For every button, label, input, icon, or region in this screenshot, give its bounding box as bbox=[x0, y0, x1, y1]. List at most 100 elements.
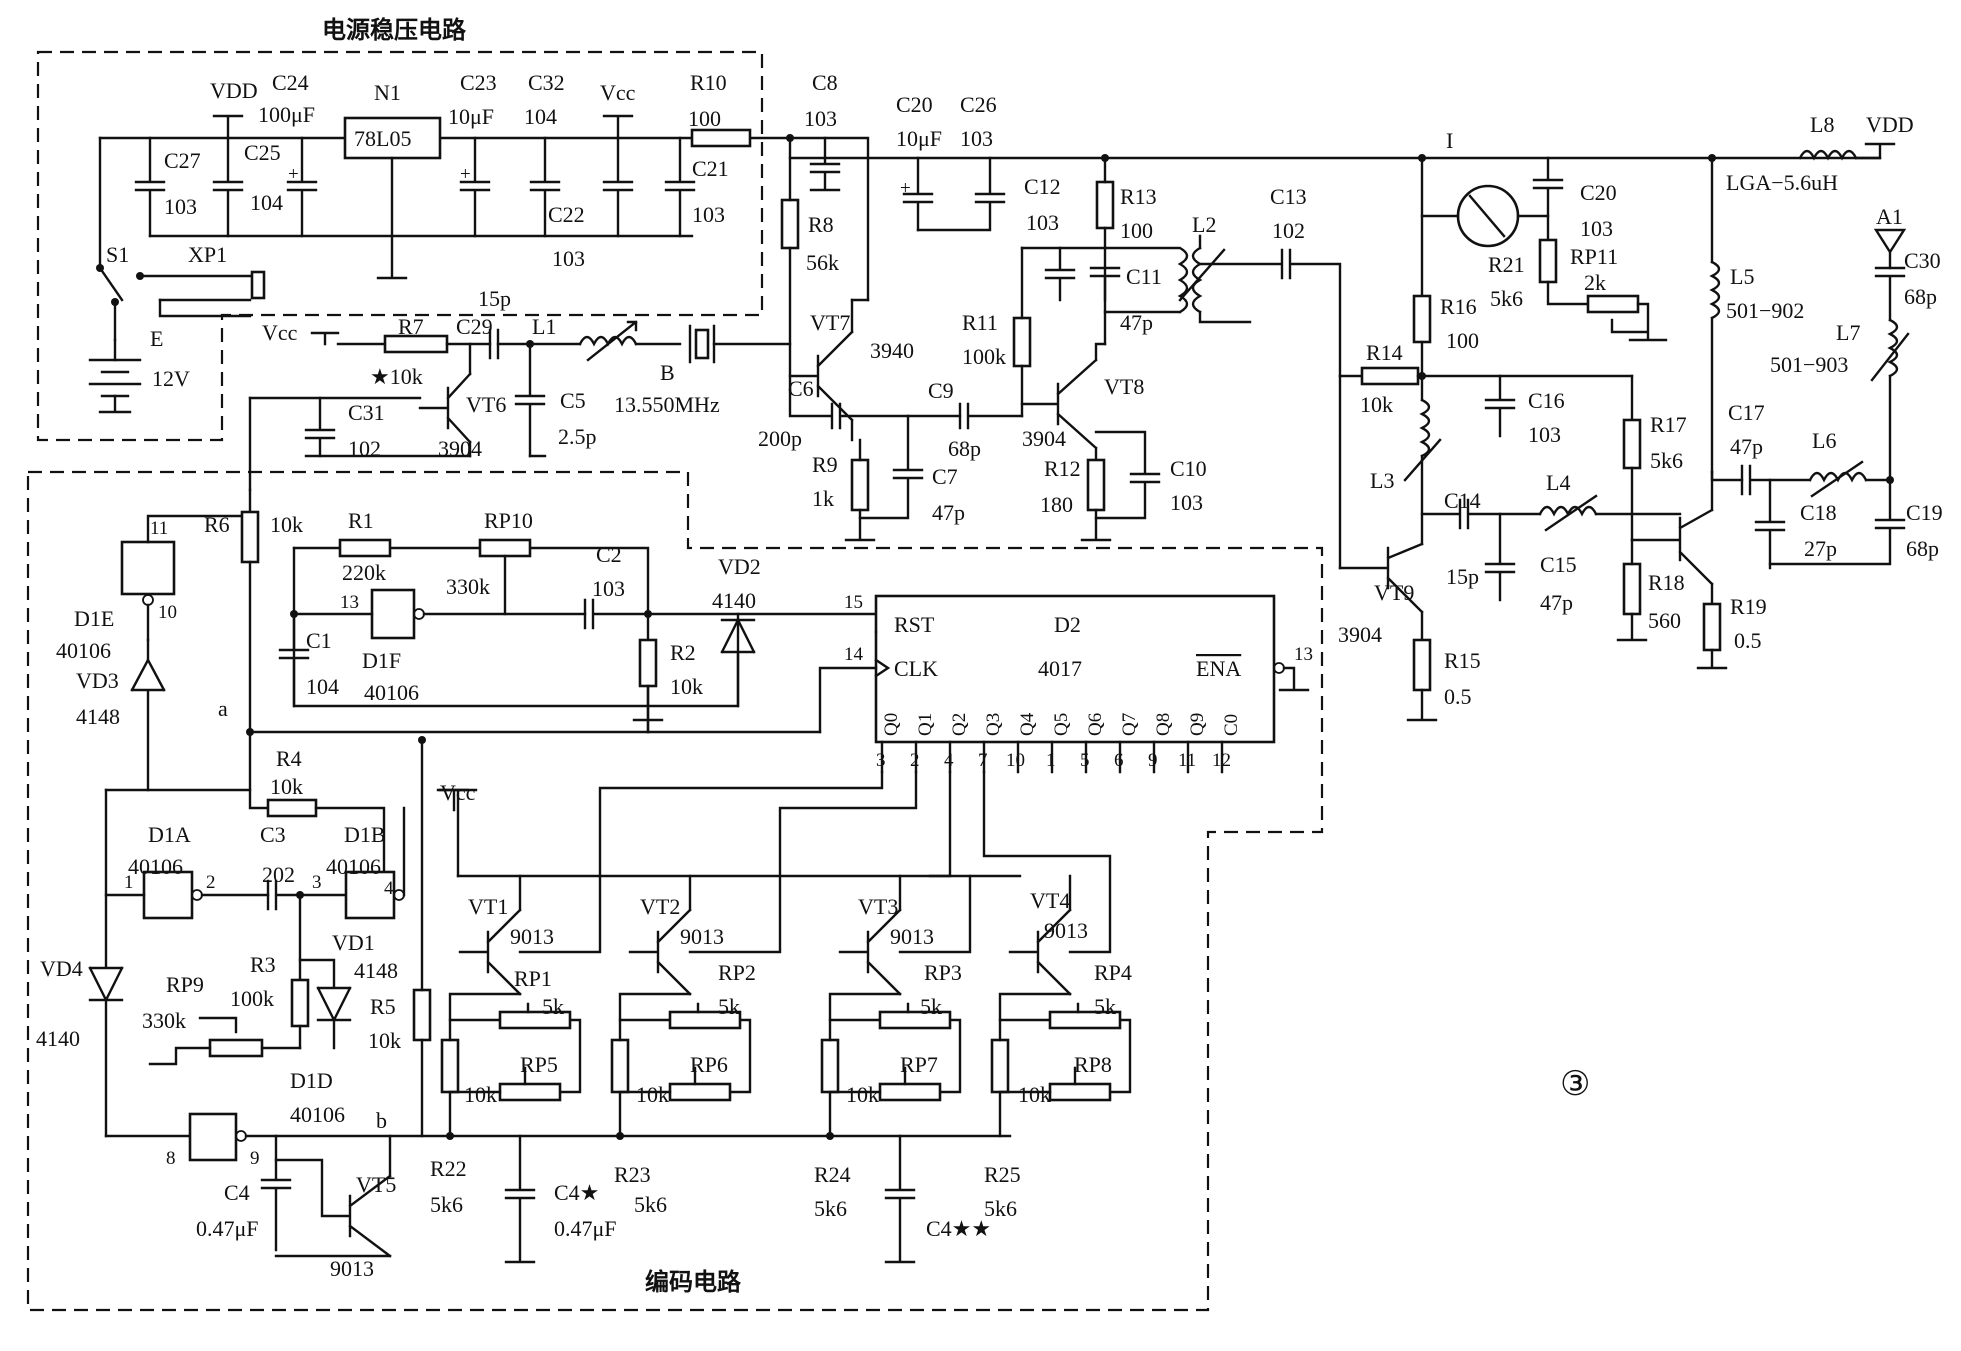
lbl-c4sv: 0.47μF bbox=[554, 1216, 617, 1241]
lbl-l5: L5 bbox=[1730, 264, 1754, 289]
cap-c14 bbox=[1420, 498, 1542, 530]
cap-c8 bbox=[809, 136, 841, 192]
pot-rp5 bbox=[498, 1082, 562, 1102]
lbl-r17v: 5k6 bbox=[1650, 448, 1683, 473]
resistor-r9 bbox=[850, 458, 870, 512]
cap-c30 bbox=[1874, 266, 1906, 322]
lbl-r6v: 10k bbox=[270, 512, 303, 537]
lbl-c5: C5 bbox=[560, 388, 586, 413]
resistor-r6 bbox=[240, 510, 260, 564]
lbl-vt4: VT4 bbox=[1030, 888, 1070, 913]
pin-q2: 2 bbox=[910, 750, 920, 771]
lbl-r23: R23 bbox=[614, 1162, 651, 1187]
lbl-q9: Q9 bbox=[1187, 713, 1208, 736]
cap-c23: + bbox=[459, 136, 491, 238]
oscillator bbox=[248, 134, 1024, 542]
cap-c26 bbox=[916, 156, 1006, 232]
pin-q6: 6 bbox=[1114, 750, 1124, 771]
lbl-r8v: 56k bbox=[806, 250, 839, 275]
lbl-c11: C11 bbox=[1126, 264, 1162, 289]
pot-rp11 bbox=[1586, 294, 1640, 314]
cap-c19 bbox=[1768, 478, 1906, 566]
lbl-n1: N1 bbox=[374, 80, 401, 105]
resistor-r1 bbox=[338, 538, 392, 558]
lbl-q6: Q6 bbox=[1085, 713, 1106, 736]
resistor-r25 bbox=[990, 1038, 1010, 1094]
resistor-r18 bbox=[1622, 562, 1642, 616]
lbl-r9: R9 bbox=[812, 452, 838, 477]
lbl-r7: R7 bbox=[398, 314, 424, 339]
lbl-r4: R4 bbox=[276, 746, 302, 771]
lbl-c27: C27 bbox=[164, 148, 201, 173]
diode-vd1 bbox=[298, 958, 352, 1050]
lbl-r12v: 180 bbox=[1040, 492, 1073, 517]
transistor-vt5 bbox=[274, 1134, 392, 1258]
lbl-c30v: 68p bbox=[1904, 284, 1937, 309]
lbl-rp3v: 5k bbox=[920, 994, 942, 1019]
lbl-r1v: 220k bbox=[342, 560, 386, 585]
pin-13a: 13 bbox=[340, 592, 359, 613]
transistor-vt9 bbox=[1338, 374, 1424, 642]
lbl-xp1: XP1 bbox=[188, 242, 227, 267]
lbl-r19: R19 bbox=[1730, 594, 1767, 619]
lbl-c25: C25 bbox=[244, 140, 281, 165]
lbl-c9v: 68p bbox=[948, 436, 981, 461]
cap-c10 bbox=[1094, 430, 1161, 520]
pin-q1: 1 bbox=[1046, 750, 1056, 771]
transistor-vt4 bbox=[1008, 874, 1072, 996]
lbl-c3: C3 bbox=[260, 822, 286, 847]
lbl-l7: L7 bbox=[1836, 320, 1860, 345]
cap-c3 bbox=[266, 879, 348, 911]
power-supply: + + bbox=[88, 114, 792, 414]
lbl-vd1: VD1 bbox=[332, 930, 375, 955]
resistor-r13 bbox=[1095, 180, 1115, 230]
pot-rp1 bbox=[498, 1010, 572, 1030]
lbl-clk: CLK bbox=[894, 656, 938, 681]
cap-c6 bbox=[788, 388, 962, 430]
lbl-r14: R14 bbox=[1366, 340, 1403, 365]
lbl-rp10v: 330k bbox=[446, 574, 490, 599]
lbl-c4v: 0.47μF bbox=[196, 1216, 259, 1241]
cap-c21 bbox=[664, 136, 696, 238]
stage-3 bbox=[820, 992, 962, 1138]
lbl-q0: Q0 bbox=[881, 713, 902, 736]
lbl-c20b: C20 bbox=[1580, 180, 1617, 205]
lbl-d1e: D1E bbox=[74, 606, 114, 631]
resistor-r19 bbox=[1702, 602, 1722, 652]
pin-q12: 12 bbox=[1212, 750, 1231, 771]
inductor-l5 bbox=[1709, 260, 1721, 474]
lbl-r19v: 0.5 bbox=[1734, 628, 1762, 653]
cap-c13 bbox=[1198, 248, 1342, 378]
lbl-r24: R24 bbox=[814, 1162, 851, 1187]
lbl-vt6: VT6 bbox=[466, 392, 506, 417]
lbl-r4v: 10k bbox=[270, 774, 303, 799]
lbl-r25v: 5k6 bbox=[984, 1196, 1017, 1221]
cap-c4 bbox=[260, 1134, 292, 1252]
lbl-q8: Q8 bbox=[1153, 713, 1174, 736]
resistor-r21 bbox=[1538, 238, 1558, 284]
lbl-c29v: 15p bbox=[478, 286, 511, 311]
lbl-q4: Q4 bbox=[1017, 712, 1038, 736]
cap-c22 bbox=[602, 136, 634, 238]
antenna-a1 bbox=[1873, 228, 1907, 270]
lbl-rp11: RP11 bbox=[1570, 244, 1618, 269]
pin-d9: 9 bbox=[250, 1148, 260, 1169]
inductor-l4 bbox=[1538, 494, 1598, 532]
transistor-vt7 bbox=[788, 298, 870, 442]
lbl-d1b: D1B bbox=[344, 822, 386, 847]
inductor-l6 bbox=[1808, 460, 1868, 498]
regulator-n1 bbox=[343, 116, 442, 160]
lbl-c24: C24 bbox=[272, 70, 309, 95]
pot-rp7 bbox=[878, 1082, 942, 1102]
gate-d1d bbox=[188, 1112, 238, 1162]
lbl-e: E bbox=[150, 326, 163, 351]
lbl-r5v: 10k bbox=[368, 1028, 401, 1053]
lbl-l8: L8 bbox=[1810, 112, 1834, 137]
lbl-d1f: D1F bbox=[362, 648, 401, 673]
lbl-vt7v: 3940 bbox=[870, 338, 914, 363]
lbl-vt9v: 3904 bbox=[1338, 622, 1382, 647]
lbl-r22v: 5k6 bbox=[430, 1192, 463, 1217]
lbl-rp7: RP7 bbox=[900, 1052, 938, 1077]
